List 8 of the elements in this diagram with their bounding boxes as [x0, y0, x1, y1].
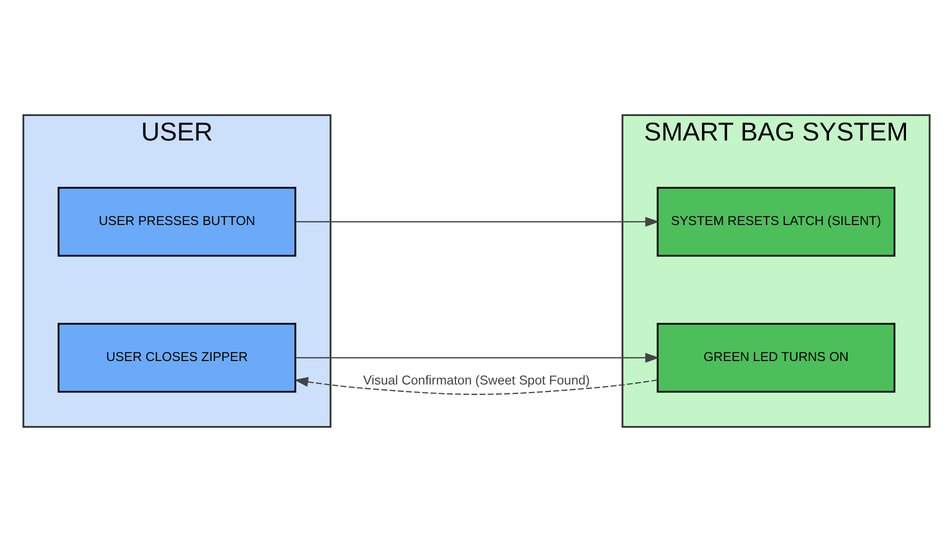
edge-label: Visual Confirmaton (Sweet Spot Found)	[362, 372, 590, 387]
arrow	[294, 376, 657, 394]
node-box: GREEN LED TURNS ON	[656, 322, 895, 392]
node-box: USER CLOSES ZIPPER	[57, 322, 296, 392]
arrow	[295, 352, 659, 362]
node-box: SYSTEM RESETS LATCH (SILENT)	[656, 186, 895, 256]
node-box: USER PRESSES BUTTON	[57, 186, 296, 256]
arrow	[295, 216, 659, 226]
